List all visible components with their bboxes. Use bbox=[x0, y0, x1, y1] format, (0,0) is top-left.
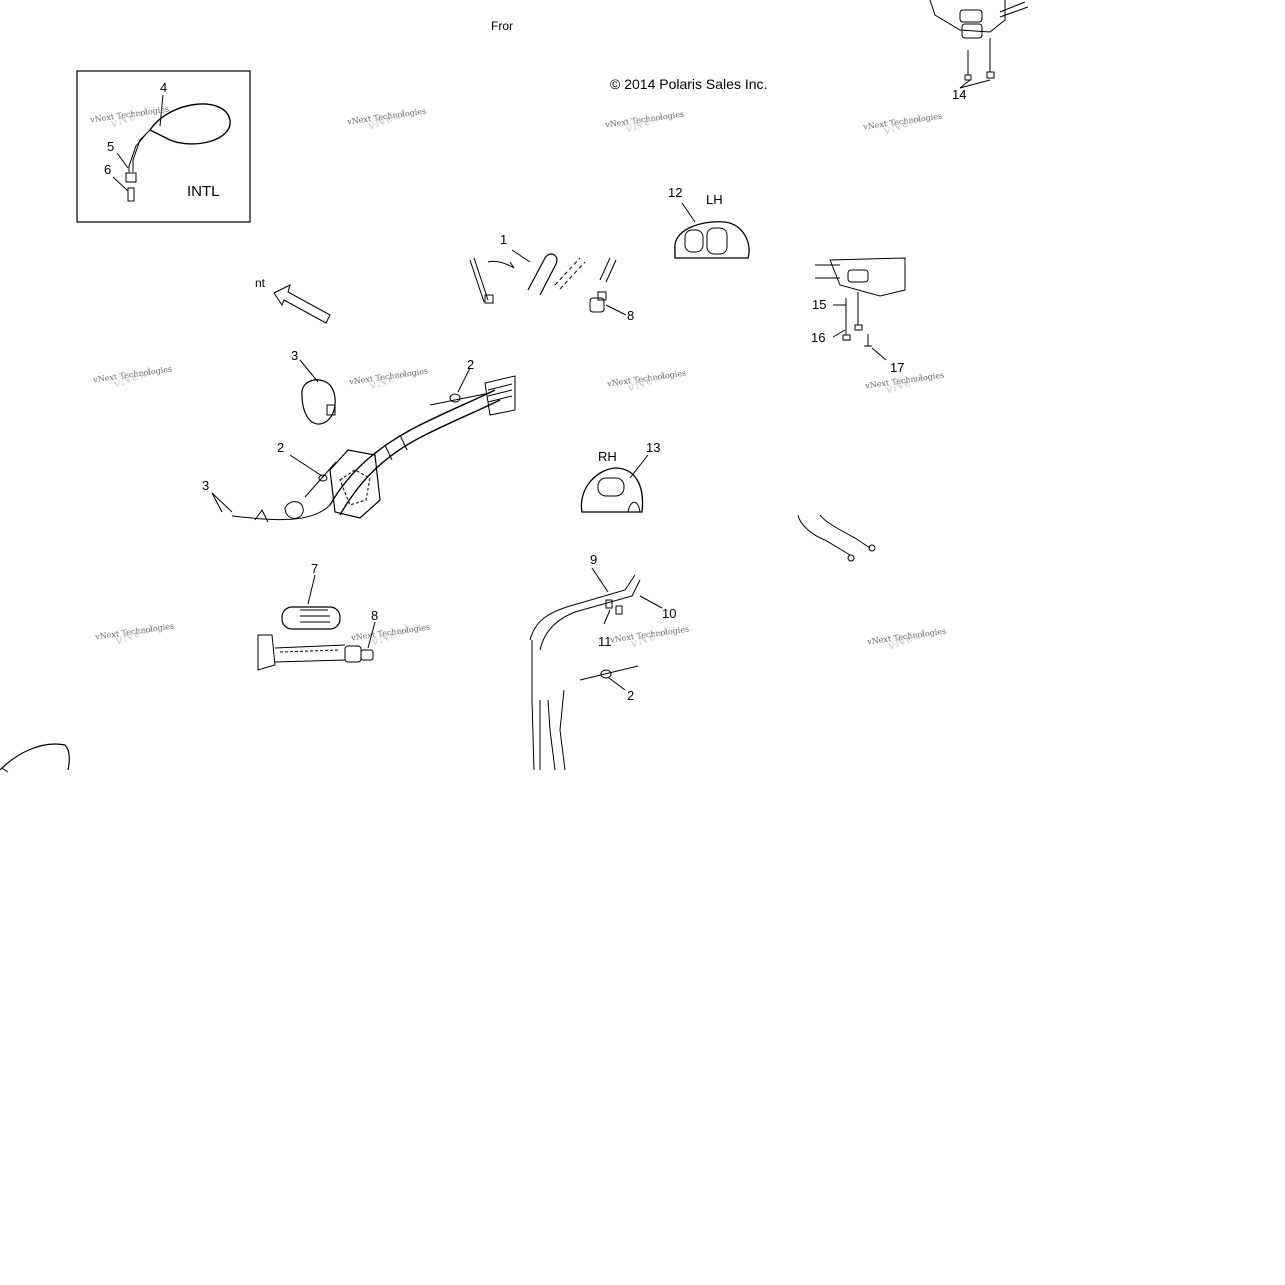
callout-12: 12 bbox=[668, 185, 683, 200]
callout-8-top: 8 bbox=[627, 308, 635, 323]
callout-3-top: 3 bbox=[291, 348, 299, 363]
cable-tie-lower bbox=[579, 665, 639, 691]
switch-housing-right bbox=[815, 257, 906, 361]
intl-inset-box bbox=[76, 70, 251, 223]
callout-2-top: 2 bbox=[467, 357, 475, 372]
cable-tie-top bbox=[429, 367, 491, 406]
handlebar-ends-part bbox=[469, 249, 617, 304]
bar-end-weight-top bbox=[589, 291, 627, 316]
rh-side-label: RH bbox=[598, 449, 617, 464]
intl-inset-label: INTL bbox=[187, 183, 220, 200]
copyright-notice: © 2014 Polaris Sales Inc. bbox=[610, 76, 768, 92]
callout-16: 16 bbox=[811, 330, 826, 345]
callout-17: 17 bbox=[890, 360, 905, 375]
callout-2-mid: 2 bbox=[277, 440, 285, 455]
callout-8-lower: 8 bbox=[371, 608, 379, 623]
callout-3-left: 3 bbox=[202, 478, 210, 493]
front-label-fragment-top: Fror bbox=[491, 19, 513, 33]
callout-2-lower: 2 bbox=[627, 688, 635, 703]
lh-switch-housing bbox=[674, 202, 750, 259]
lh-side-label: LH bbox=[706, 192, 723, 207]
cable-tie-mid bbox=[289, 454, 337, 498]
rh-switch-housing bbox=[580, 454, 649, 513]
cable-routing-lower bbox=[531, 640, 566, 771]
front-label-fragment-mid: nt bbox=[255, 276, 266, 290]
throttle-cables-center bbox=[529, 567, 663, 651]
grip-part bbox=[281, 574, 341, 630]
handlebar-assembly bbox=[231, 375, 516, 523]
callout-15: 15 bbox=[812, 297, 827, 312]
callout-11: 11 bbox=[598, 634, 612, 649]
callout-14: 14 bbox=[952, 87, 967, 102]
throttle-tube-lower bbox=[257, 621, 376, 671]
leader-3-left bbox=[211, 492, 233, 513]
switch-housing-top bbox=[929, 0, 1029, 89]
callout-4: 4 bbox=[160, 80, 168, 95]
callout-10: 10 bbox=[662, 606, 677, 621]
front-arrow bbox=[273, 284, 331, 324]
callout-9: 9 bbox=[590, 552, 598, 567]
intl-mirror-part bbox=[112, 94, 231, 202]
mirror-head bbox=[299, 359, 336, 425]
throttle-cables-right bbox=[797, 514, 876, 562]
callout-6: 6 bbox=[104, 162, 112, 177]
callout-1: 1 bbox=[500, 232, 508, 247]
mirror-fragment-lower bbox=[0, 743, 70, 773]
callout-13: 13 bbox=[646, 440, 661, 455]
callout-7: 7 bbox=[311, 561, 319, 576]
callout-5: 5 bbox=[107, 139, 115, 154]
